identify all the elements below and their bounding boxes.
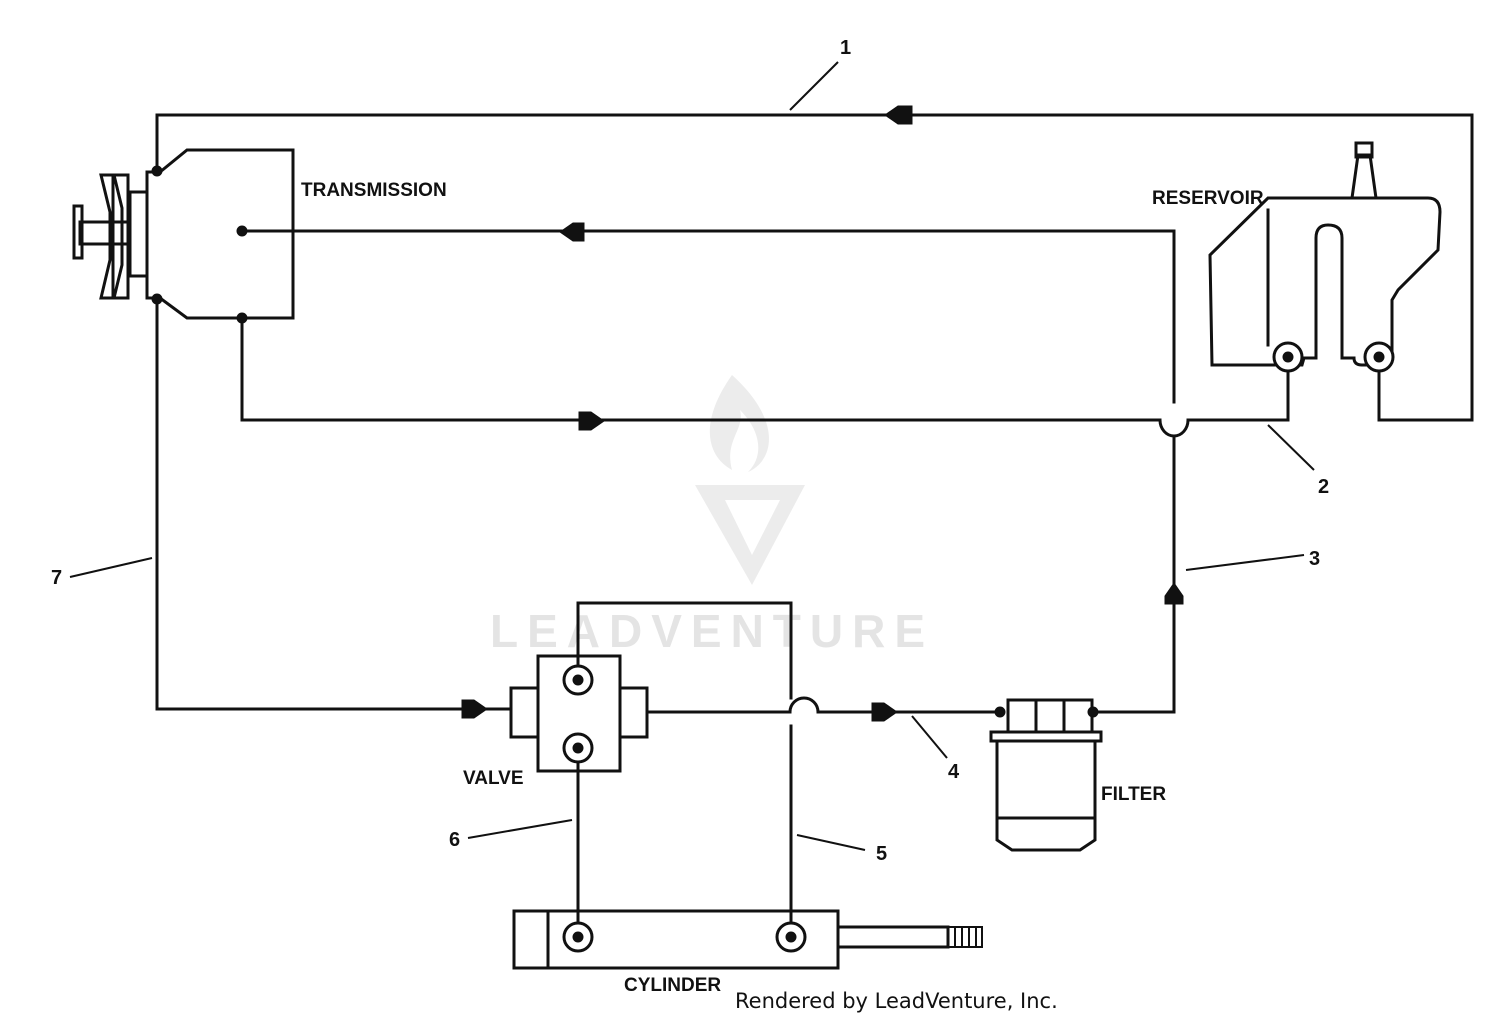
flow-arrow-line-7 — [461, 699, 488, 719]
cylinder-port-right-dot — [785, 931, 797, 943]
line-7 — [155, 296, 512, 711]
pulley-rim — [112, 173, 130, 300]
label-reservoir: RESERVOIR — [1152, 188, 1264, 209]
callout-6: 6 — [449, 829, 460, 851]
callout-7: 7 — [51, 567, 62, 589]
leader-2 — [1267, 424, 1315, 471]
label-cylinder: CYLINDER — [624, 975, 721, 996]
line-2 — [240, 316, 1162, 422]
line-5 — [576, 601, 793, 700]
filter-inlet-port — [994, 706, 1006, 718]
leader-4 — [911, 715, 948, 759]
callout-1: 1 — [840, 37, 851, 59]
valve-port-top-dot — [572, 674, 584, 686]
transmission-port-bottom — [151, 293, 163, 305]
cylinder-rod-threads — [947, 926, 983, 948]
leader-3 — [1185, 554, 1305, 571]
callout-4: 4 — [948, 761, 960, 783]
transmission-port-supply — [236, 312, 248, 324]
shaft-end — [72, 204, 84, 260]
leadventure-watermark-logo — [695, 375, 805, 585]
leader-1 — [789, 61, 839, 111]
transmission-port-return — [236, 225, 248, 237]
reservoir-filler-cap — [1354, 141, 1374, 159]
rendered-by-credit: Rendered by LeadVenture, Inc. — [735, 989, 1058, 1013]
line-1 — [155, 113, 1474, 422]
filter-canister — [995, 739, 1097, 852]
valve-left-fitting — [509, 686, 540, 739]
flow-arrow-line-2 — [578, 411, 605, 431]
transmission-input-shaft — [128, 190, 149, 278]
line-2-end — [1186, 355, 1290, 422]
valve-right-fitting — [618, 686, 649, 739]
cylinder-port-left-dot — [572, 931, 584, 943]
label-valve: VALVE — [463, 768, 524, 789]
leader-5 — [796, 834, 866, 851]
flow-arrow-line-4 — [871, 702, 898, 722]
flow-arrow-transmission-return — [559, 222, 585, 242]
filter — [989, 698, 1103, 852]
flow-arrow-line-1 — [884, 105, 913, 125]
valve — [509, 654, 649, 773]
reservoir-filler-neck — [1350, 153, 1378, 200]
filter-outlet-port — [1087, 706, 1099, 718]
callout-3: 3 — [1309, 548, 1320, 570]
callout-5: 5 — [876, 843, 887, 865]
transmission-housing — [145, 148, 295, 320]
leader-7 — [69, 557, 153, 578]
reservoir-tank — [1208, 196, 1442, 367]
pulley-groove — [99, 173, 115, 300]
reservoir-return-dot — [1373, 351, 1385, 363]
transmission-port-top — [151, 165, 163, 177]
callout-leaders — [69, 61, 1315, 851]
line-4-jump — [788, 696, 820, 714]
pulley-hub — [78, 220, 132, 246]
line-3 — [1091, 434, 1176, 714]
callout-2: 2 — [1318, 476, 1329, 498]
leader-6 — [467, 819, 573, 839]
label-filter: FILTER — [1101, 784, 1166, 805]
label-transmission: TRANSMISSION — [301, 180, 447, 201]
valve-port-bottom-dot — [572, 742, 584, 754]
cylinder — [512, 909, 983, 970]
flow-arrow-line-3 — [1164, 582, 1184, 605]
transmission — [72, 148, 295, 324]
line-2-jump — [1158, 418, 1190, 438]
filter-head — [1006, 698, 1094, 734]
cylinder-rod — [836, 925, 950, 949]
reservoir — [1208, 141, 1442, 373]
line-transmission-return — [240, 229, 1176, 404]
reservoir-outlet-dot — [1282, 351, 1294, 363]
watermark-text: LEADVENTURE — [490, 605, 934, 657]
